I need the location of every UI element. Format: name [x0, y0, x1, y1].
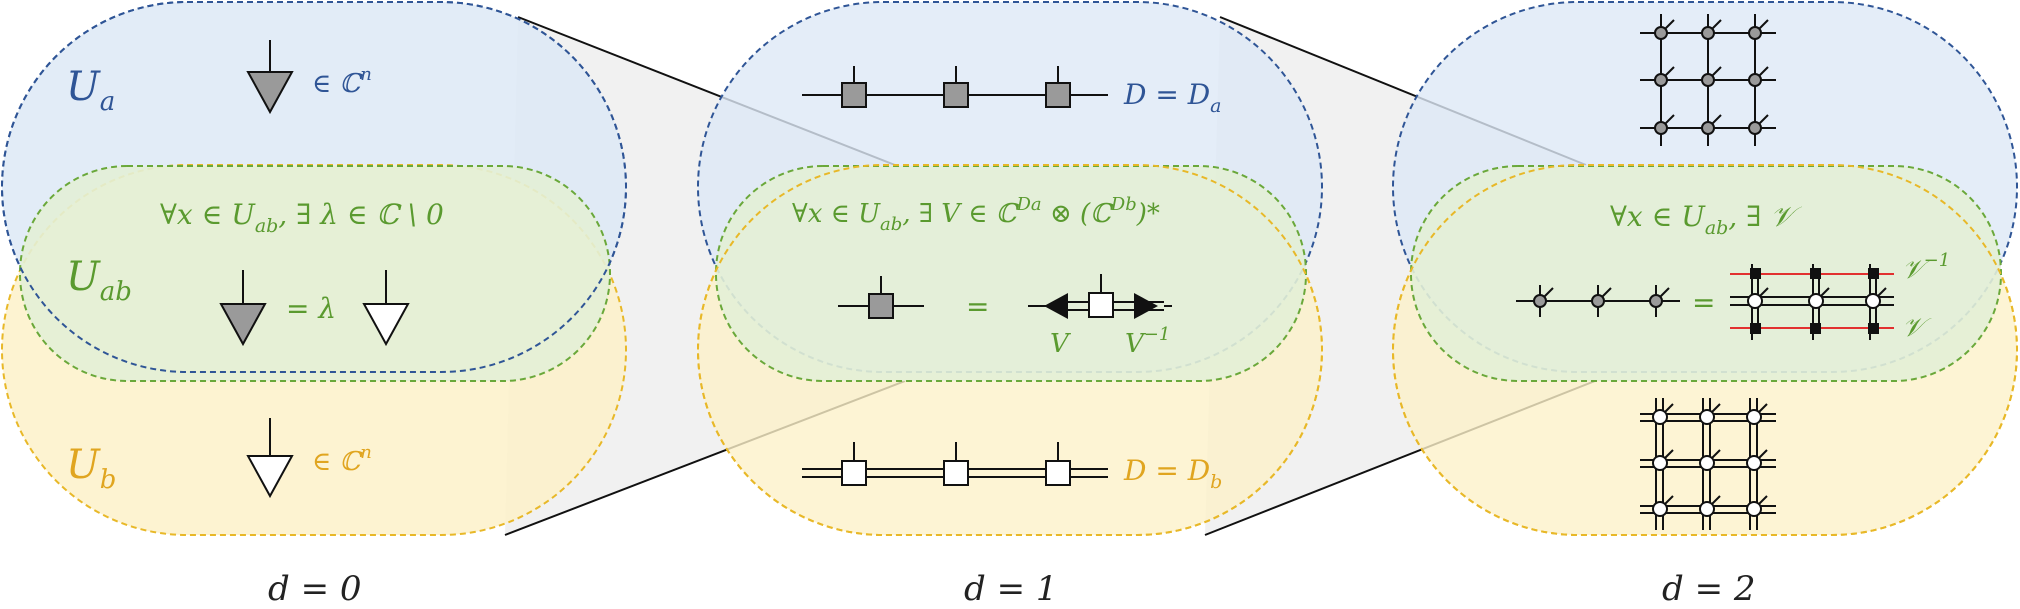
gauge-vinv-triangle: [1134, 293, 1158, 319]
relation-d0: = λ: [286, 292, 336, 325]
label-ua: Ua: [66, 64, 115, 117]
note-ub-d0: ∈ ℂn: [312, 442, 372, 477]
vector-node-gray-a: [246, 40, 294, 115]
note-ua-d1: D = Da: [1123, 78, 1222, 117]
vector-node-white-ab: [362, 270, 410, 347]
note-ub-d1: D = Db: [1123, 454, 1222, 493]
statement-d2: ∀x ∈ Uab, ∃ 𝒱: [1610, 200, 1802, 239]
mps-gray-chain: [802, 66, 1108, 108]
panel-d1: D = Da ∀x ∈ Uab, ∃ V ∈ ℂDa ⊗ (ℂDb)* = V …: [697, 1, 1323, 609]
statement-d1: ∀x ∈ Uab, ∃ V ∈ ℂDa ⊗ (ℂDb)*: [792, 194, 1160, 235]
panel-d2: ∀x ∈ Uab, ∃ 𝒱 =: [1392, 1, 2018, 609]
label-vinv-d1: V−1: [1125, 324, 1170, 359]
gauge-v-triangle: [1044, 293, 1068, 319]
relation-d1: =: [966, 290, 989, 323]
vector-node-gray-ab: [219, 270, 267, 347]
peps-gray-grid: [1640, 14, 1776, 146]
note-ua-d0: ∈ ℂn: [312, 64, 372, 99]
gauge-transform: [1028, 274, 1172, 319]
label-ub: Ub: [66, 442, 116, 495]
label-vinv-d2: 𝒱−1: [1902, 250, 1950, 285]
mps-white-chain: [802, 442, 1108, 486]
region-uab-d0: [19, 165, 611, 382]
relation-d2: =: [1692, 286, 1715, 319]
panel-label-d2: d = 2: [1662, 569, 1756, 609]
panel-label-d1: d = 1: [964, 569, 1058, 609]
panel-label-d0: d = 0: [268, 569, 362, 609]
mps-gray-site: [838, 276, 924, 319]
panel-d0: Ua Uab Ub ∈ ℂn ∀x ∈ Uab, ∃ λ ∈ ℂ \ 0 = λ…: [1, 1, 627, 609]
peps-gray-row: [1516, 285, 1680, 317]
peps-gauge-row: [1730, 264, 1894, 340]
peps-white-grid: [1640, 398, 1776, 530]
label-uab: Uab: [66, 254, 132, 307]
vector-node-white-b: [246, 418, 294, 499]
statement-d0: ∀x ∈ Uab, ∃ λ ∈ ℂ \ 0: [160, 198, 444, 237]
label-v-d1: V: [1050, 329, 1071, 359]
